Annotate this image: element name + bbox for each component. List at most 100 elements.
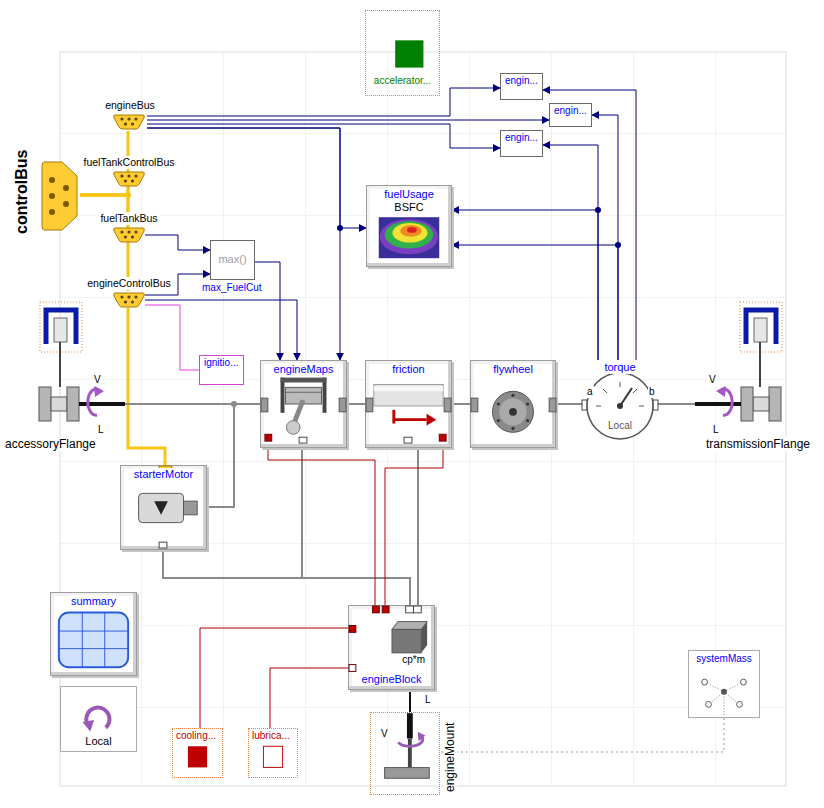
rect-part bbox=[374, 384, 443, 405]
connector-line bbox=[147, 128, 340, 360]
path-part bbox=[83, 720, 95, 732]
rect-part bbox=[349, 626, 356, 633]
component-icon bbox=[113, 226, 145, 243]
rect-part bbox=[79, 402, 125, 406]
component-name: friction bbox=[391, 363, 425, 376]
connector-line bbox=[270, 668, 348, 728]
line-part bbox=[633, 389, 637, 393]
line-part bbox=[393, 418, 426, 421]
line-part bbox=[82, 613, 83, 668]
connector-line bbox=[452, 403, 470, 405]
port-label: L bbox=[97, 424, 105, 436]
circle-part bbox=[511, 394, 514, 397]
circle-part bbox=[131, 235, 134, 238]
circle-part bbox=[595, 207, 601, 213]
circle-part bbox=[49, 177, 55, 183]
rect-part bbox=[406, 606, 414, 613]
starter-motor-block: starterMotor bbox=[120, 465, 207, 550]
bus-connector: engineControlBus bbox=[113, 291, 145, 308]
circle-part bbox=[131, 300, 134, 303]
bus-connector: fuelTankBus bbox=[113, 226, 145, 243]
circle-part bbox=[499, 398, 526, 425]
connector-line bbox=[268, 448, 375, 605]
connector-line bbox=[440, 718, 724, 752]
rect-part bbox=[372, 606, 379, 613]
connector-line bbox=[200, 628, 348, 728]
circle-part bbox=[127, 295, 130, 298]
component-name: accessoryFlange bbox=[4, 437, 97, 451]
connector-line bbox=[409, 690, 411, 712]
circle-part bbox=[511, 427, 514, 430]
rect-part bbox=[392, 410, 395, 424]
signal-block: engin... bbox=[500, 130, 543, 157]
circle-part bbox=[702, 679, 708, 685]
rect-part bbox=[582, 400, 587, 410]
circle-part bbox=[497, 419, 500, 422]
circle-part bbox=[134, 117, 137, 120]
connector-line bbox=[556, 403, 582, 405]
component-name: fuelTankBus bbox=[99, 212, 158, 225]
path-part bbox=[94, 386, 104, 397]
component-name: Local bbox=[84, 735, 112, 748]
rect-part bbox=[184, 501, 198, 515]
connector-line bbox=[347, 403, 365, 405]
connector-line bbox=[417, 448, 419, 605]
g-part bbox=[80, 88, 724, 752]
line-part bbox=[603, 389, 607, 393]
flywheel-block: flywheel bbox=[470, 360, 556, 448]
line-part bbox=[639, 406, 644, 407]
rect-part bbox=[695, 402, 741, 406]
rect-part bbox=[366, 398, 373, 412]
circle-part bbox=[127, 117, 130, 120]
component-name: engineControlBus bbox=[86, 277, 171, 290]
component-text: max_FuelCut bbox=[201, 282, 262, 294]
rect-part bbox=[261, 398, 268, 412]
circle-part bbox=[120, 117, 123, 120]
component-name: lubrica... bbox=[251, 730, 291, 742]
rect-part bbox=[741, 387, 753, 421]
ellipse-part bbox=[392, 223, 427, 243]
path-part bbox=[46, 310, 76, 344]
path-part bbox=[114, 115, 145, 129]
circle-part bbox=[526, 402, 529, 405]
circle-part bbox=[131, 179, 134, 182]
flange-connector: accessoryFlange bbox=[37, 383, 125, 425]
line-part bbox=[59, 342, 61, 387]
circle-part bbox=[63, 201, 69, 207]
component-name: fuelTankControlBus bbox=[82, 156, 175, 169]
rect-part bbox=[281, 378, 327, 383]
circle-part bbox=[49, 193, 55, 199]
ellipse-part bbox=[380, 219, 439, 254]
circle-part bbox=[124, 300, 127, 303]
rect-part bbox=[67, 387, 79, 421]
rect-part bbox=[653, 400, 658, 410]
rect-part bbox=[382, 606, 389, 613]
bus-connector: fuelTankControlBus bbox=[113, 170, 145, 187]
g-part bbox=[695, 386, 781, 421]
line-part bbox=[59, 631, 128, 632]
connector-line bbox=[385, 448, 443, 605]
rect-part bbox=[753, 397, 769, 411]
rect-part bbox=[299, 437, 307, 443]
line-part bbox=[104, 613, 105, 668]
connector-line bbox=[145, 305, 199, 370]
rect-part bbox=[265, 434, 272, 441]
circle-part bbox=[497, 402, 500, 405]
heat-port: cooling... bbox=[172, 728, 223, 778]
component-name: starterMotor bbox=[133, 468, 194, 481]
component-name: engineMount bbox=[443, 722, 457, 793]
component-text: BSFC bbox=[393, 201, 424, 214]
ellipse-part bbox=[407, 227, 417, 233]
diagram-panel bbox=[60, 52, 786, 786]
rect-part bbox=[339, 398, 346, 412]
connector-line bbox=[543, 90, 636, 360]
engine-block: cp*mengineBlock bbox=[348, 605, 435, 690]
rect-part bbox=[385, 768, 430, 779]
component-name: engineMaps bbox=[273, 363, 335, 376]
rect-part bbox=[754, 318, 767, 342]
rect-part bbox=[444, 398, 451, 412]
rect-part bbox=[413, 606, 421, 613]
component-name: max() bbox=[217, 253, 247, 266]
circle-part bbox=[492, 391, 533, 432]
